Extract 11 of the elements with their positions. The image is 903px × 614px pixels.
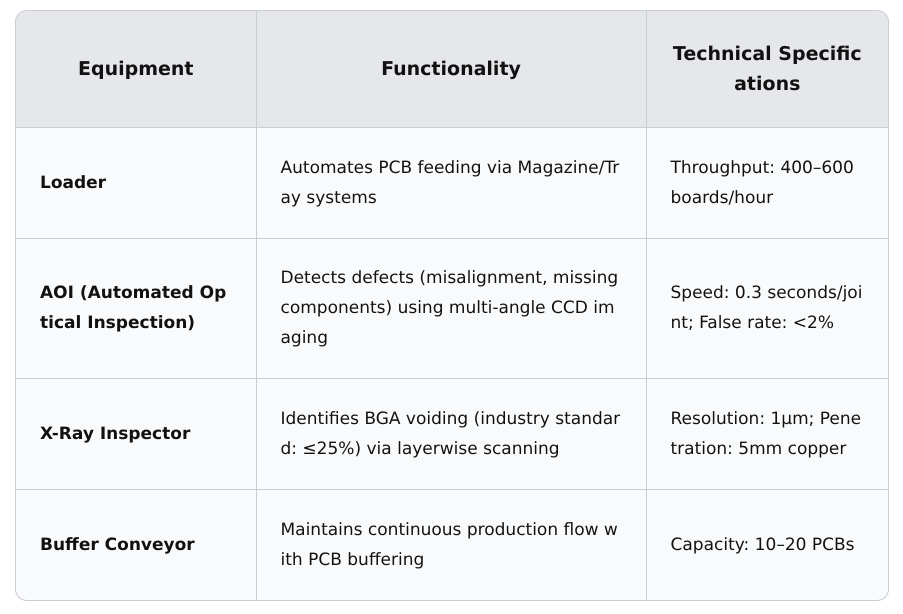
functionality-text: Detects defects (misalignment, missing components) using multi-angle CCD imaging — [256, 238, 646, 378]
column-header: Equipment — [16, 11, 256, 127]
specification-text: Capacity: 10–20 PCBs — [646, 489, 888, 600]
equipment-name: X-Ray Inspector — [16, 378, 256, 489]
equipment-name: Buffer Conveyor — [16, 489, 256, 600]
functionality-text: Automates PCB feeding via Magazine/Tray systems — [256, 127, 646, 238]
column-header: Functionality — [256, 11, 646, 127]
functionality-text: Identifies BGA voiding (industry standard: ≤25%) via layerwise scanning — [256, 378, 646, 489]
equipment-name: AOI (Automated Optical Inspection) — [16, 238, 256, 378]
column-header: Technical Specifications — [646, 11, 888, 127]
equipment-name: Loader — [16, 127, 256, 238]
